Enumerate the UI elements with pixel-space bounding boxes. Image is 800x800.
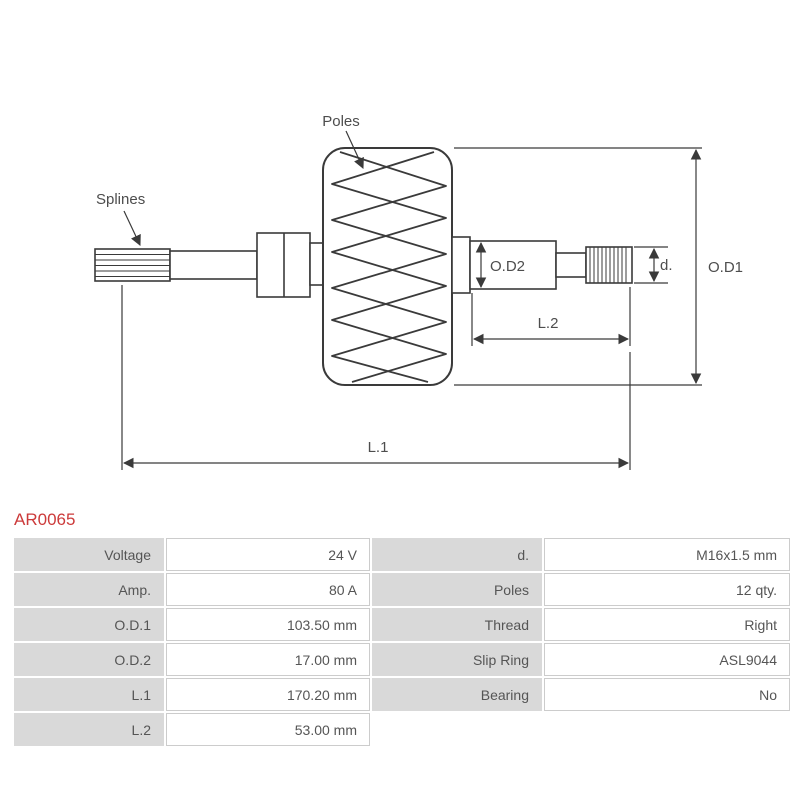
splines-arrow [123, 210, 141, 246]
table-row: O.D.2 17.00 mm Slip Ring ASL9044 [14, 643, 790, 676]
spec-value-cell: 12 qty. [544, 573, 790, 606]
spec-value-cell: 24 V [166, 538, 370, 571]
spec-label-cell: d. [372, 538, 542, 571]
spec-value-cell: 17.00 mm [166, 643, 370, 676]
spec-empty-cell [544, 713, 790, 746]
spec-label-cell: L.1 [14, 678, 164, 711]
spec-value-cell: ASL9044 [544, 643, 790, 676]
table-row: O.D.1 103.50 mm Thread Right [14, 608, 790, 641]
spec-label-cell: Bearing [372, 678, 542, 711]
spec-table: Voltage 24 V d. M16x1.5 mm Amp. 80 A Pol… [12, 536, 792, 748]
table-row: Voltage 24 V d. M16x1.5 mm [14, 538, 790, 571]
spec-value-cell: Right [544, 608, 790, 641]
dim-od1: O.D1 [454, 147, 743, 386]
left-shaft-and-collars [169, 232, 324, 298]
dim-l2: L.2 [471, 287, 631, 346]
splines-leader: Splines [96, 191, 145, 246]
spec-value-cell: 80 A [166, 573, 370, 606]
splines-label: Splines [96, 191, 145, 208]
poles-label: Poles [322, 113, 360, 130]
spec-label-cell: O.D.1 [14, 608, 164, 641]
od1-dimension-label: O.D1 [708, 259, 743, 276]
product-code: AR0065 [14, 510, 76, 529]
od2-dimension-label: O.D2 [490, 258, 525, 275]
dim-od2: O.D2 [475, 241, 525, 289]
spec-label-cell: Thread [372, 608, 542, 641]
table-row: Amp. 80 A Poles 12 qty. [14, 573, 790, 606]
pole-zigzag-a [331, 151, 447, 383]
spec-label-cell: Poles [372, 573, 542, 606]
thread-lines [589, 247, 627, 283]
spec-value-cell: 170.20 mm [166, 678, 370, 711]
table-row: L.1 170.20 mm Bearing No [14, 678, 790, 711]
spec-label-cell: L.2 [14, 713, 164, 746]
table-row: L.2 53.00 mm [14, 713, 790, 746]
rotor-diagram: Poles Splines O.D2 d. [94, 113, 743, 470]
poles-arrow [345, 130, 364, 169]
right-shaft [451, 236, 633, 294]
dim-l1: L.1 [121, 285, 631, 470]
rotor-body [322, 147, 453, 386]
pole-zigzag-b [331, 151, 447, 383]
spec-label-cell: Amp. [14, 573, 164, 606]
spec-value-cell: 53.00 mm [166, 713, 370, 746]
dim-d: d. [634, 246, 673, 284]
spec-value-cell: 103.50 mm [166, 608, 370, 641]
l1-dimension-label: L.1 [368, 439, 389, 456]
spec-label-cell: O.D.2 [14, 643, 164, 676]
rotor-drawing-svg: Poles Splines O.D2 d. [94, 113, 743, 470]
poles-leader: Poles [322, 113, 364, 169]
spec-value-cell: No [544, 678, 790, 711]
l2-dimension-label: L.2 [538, 315, 559, 332]
splined-shaft [94, 248, 171, 282]
d-dimension-label: d. [660, 257, 673, 274]
spec-label-cell: Voltage [14, 538, 164, 571]
spec-value-cell: M16x1.5 mm [544, 538, 790, 571]
spec-label-cell: Slip Ring [372, 643, 542, 676]
spec-empty-cell [372, 713, 542, 746]
